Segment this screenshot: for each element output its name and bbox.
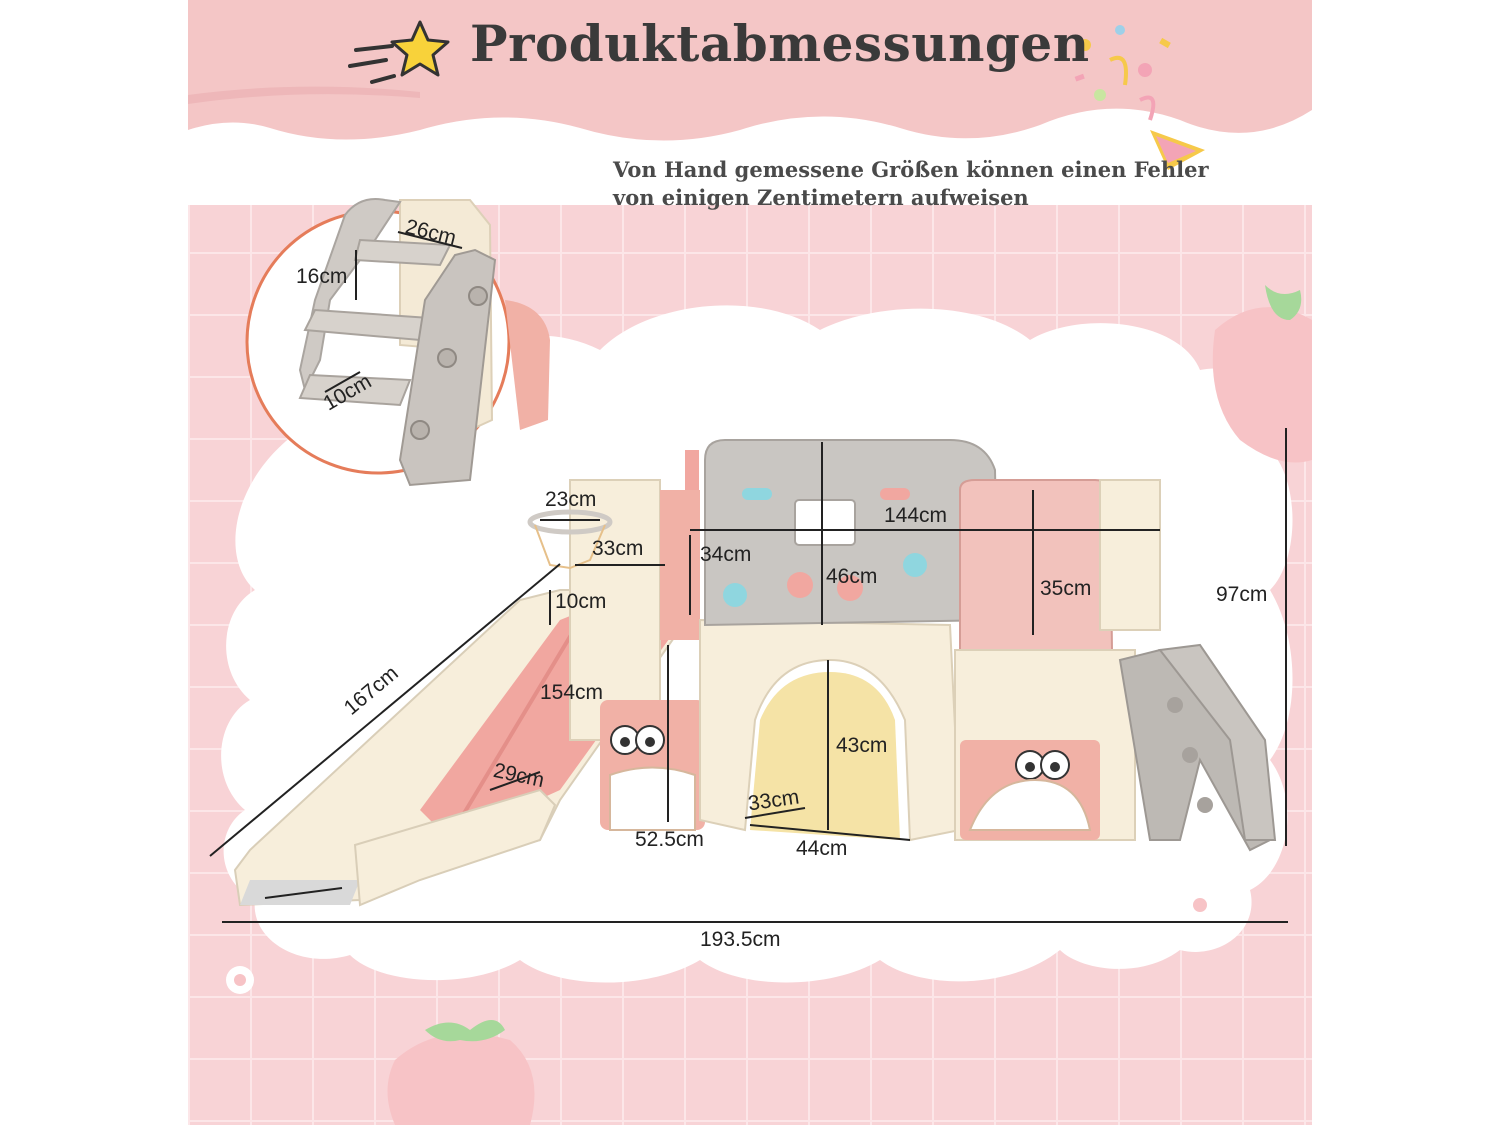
dim-step-height: 16cm <box>296 265 348 288</box>
measurement-note: Von Hand gemessene Größen können einen F… <box>613 156 1209 212</box>
dim-climb-height: 52.5cm <box>635 828 704 851</box>
dim-total-length: 193.5cm <box>700 928 781 951</box>
star-decoration <box>348 20 450 84</box>
strawberry-right <box>1212 285 1312 463</box>
dim-panel-height-left: 34cm <box>700 543 752 566</box>
dim-arch-height: 43cm <box>836 734 888 757</box>
dim-platform-depth: 33cm <box>592 537 644 560</box>
strawberry-bottom <box>387 1020 535 1125</box>
header-band-shadow <box>188 86 420 104</box>
dim-slide-bed: 154cm <box>540 681 604 704</box>
dim-top-width: 144cm <box>884 504 948 527</box>
measurement-note-line-1: Von Hand gemessene Größen können einen F… <box>613 157 1209 182</box>
dim-arch-width: 44cm <box>796 837 848 860</box>
dim-hoop-diameter: 23cm <box>545 488 597 511</box>
dim-panel-height-right: 35cm <box>1040 577 1092 600</box>
confetti-decoration <box>1074 25 1205 170</box>
stair-detail-inset <box>245 198 550 487</box>
dim-total-height: 97cm <box>1216 583 1268 606</box>
dim-center-height: 46cm <box>826 565 878 588</box>
header-band <box>188 0 1312 141</box>
page-title: Produktabmessungen <box>470 14 1090 73</box>
measurement-note-line-2: von einigen Zentimetern aufweisen <box>613 185 1029 210</box>
playset-illustration <box>209 428 1288 923</box>
header-wave <box>188 125 1312 205</box>
dimension-lines <box>209 428 1288 923</box>
dim-slide-wall: 10cm <box>555 590 607 613</box>
